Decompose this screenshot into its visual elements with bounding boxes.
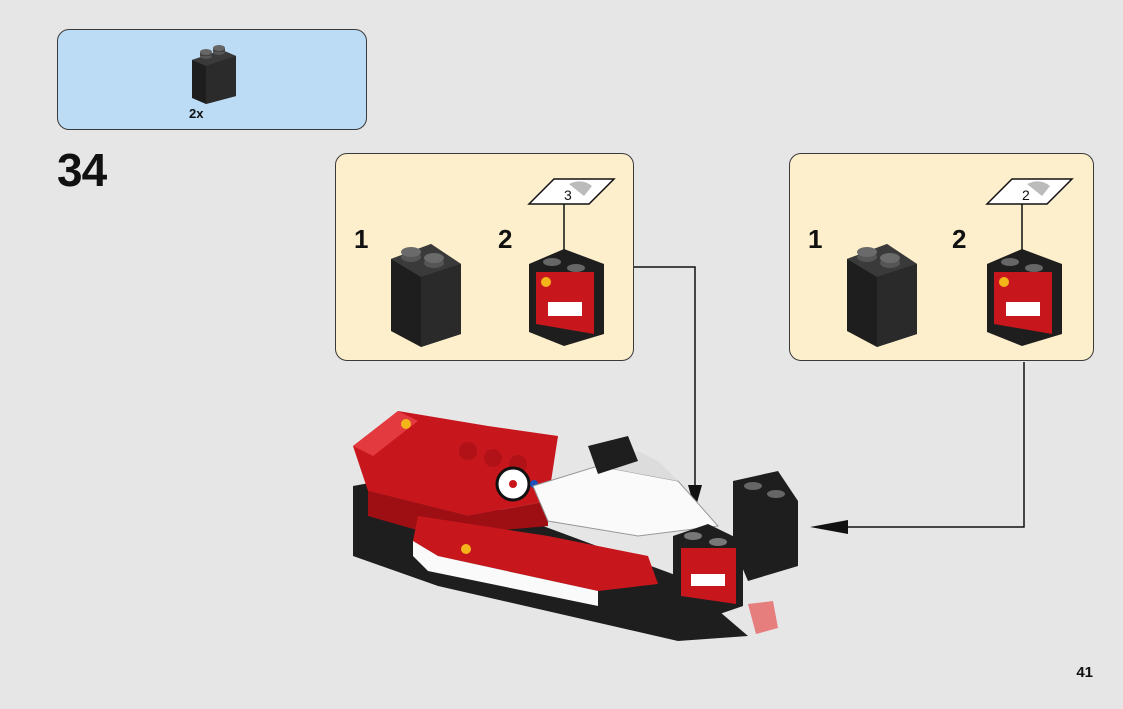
black-panel-brick-icon (192, 45, 236, 104)
black-panel-brick-icon (391, 244, 461, 347)
parts-callout: 2x (57, 29, 367, 130)
decorated-sponsor-panel-icon: 3 (527, 178, 616, 346)
subassembly-box-1: 1 2 3 (335, 153, 634, 361)
page-number: 41 (1076, 664, 1093, 681)
sticker-number: 3 (564, 187, 572, 203)
black-panel-brick-icon (847, 244, 917, 347)
substep-label: 2 (952, 224, 967, 254)
sticker-number: 2 (1022, 187, 1030, 203)
parts-quantity: 2x (189, 106, 204, 121)
race-car-model-illustration (353, 411, 798, 641)
subassembly-box-2: 1 2 2 (789, 153, 1094, 361)
step-number: 34 (57, 144, 107, 196)
substep-label: 1 (354, 224, 369, 254)
substep-label: 1 (808, 224, 823, 254)
substep-label: 2 (498, 224, 513, 254)
decorated-sponsor-panel-icon: 2 (985, 178, 1074, 346)
